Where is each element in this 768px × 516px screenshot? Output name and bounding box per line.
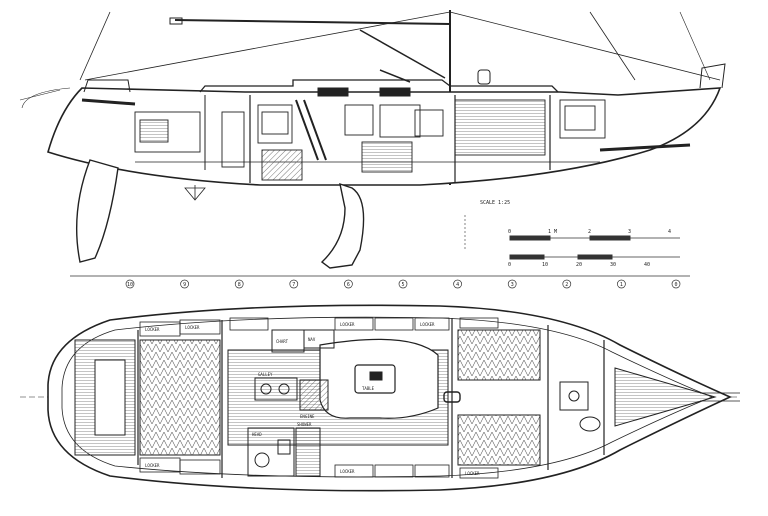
- station-label-8: 8: [238, 282, 241, 288]
- deckhouse: [199, 79, 559, 93]
- mast-step: [443, 391, 461, 403]
- shower: [295, 427, 321, 477]
- station-marker-7: [289, 279, 299, 289]
- profile-view: [19, 10, 726, 269]
- station-marker-0: [671, 279, 681, 289]
- label-galley: GALLEY: [258, 372, 273, 377]
- engine: [261, 149, 303, 181]
- label-nav: NAV: [308, 337, 316, 342]
- station-label-9: 9: [183, 282, 186, 288]
- fwd-head: [559, 381, 589, 411]
- spreader-line: [679, 11, 711, 81]
- plan-view: [20, 304, 740, 492]
- station-label-10: 10: [127, 282, 133, 288]
- label-locker-5: LOCKER: [145, 463, 160, 468]
- station-label-3: 3: [511, 282, 514, 288]
- galley: [254, 377, 298, 401]
- boom: [174, 19, 451, 25]
- scale-upper-tick-1: 1 M: [548, 229, 557, 235]
- radar-arch: [379, 69, 411, 83]
- station-marker-9: [180, 279, 189, 289]
- backstay: [84, 11, 451, 81]
- stern-arc: [21, 87, 71, 109]
- label-locker-4: LOCKER: [420, 322, 435, 327]
- scale-lower-tick-0: 0: [508, 262, 511, 268]
- boom-end: [169, 17, 183, 25]
- deckhouse-window-1: [317, 87, 349, 97]
- label-chart: CHART: [276, 339, 289, 344]
- station-marker-6: [344, 279, 353, 289]
- label-head: HEAD: [252, 432, 262, 437]
- forestay: [449, 11, 721, 81]
- scale-upper-tick-4: 4: [668, 229, 671, 235]
- fwd-berth-stbd: [457, 414, 541, 466]
- station-label-1: 1: [620, 282, 623, 288]
- station-marker-10: [125, 279, 135, 289]
- aft-berth: [139, 339, 221, 456]
- aft-head: [247, 427, 295, 477]
- station-label-0: 0: [674, 282, 677, 288]
- winch: [477, 69, 491, 85]
- companionway: [299, 379, 329, 411]
- station-label-6: 6: [347, 282, 350, 288]
- rudder: [75, 159, 119, 263]
- label-locker-7: LOCKER: [465, 471, 480, 476]
- label-table: TABLE: [362, 386, 375, 391]
- station-marker-5: [398, 279, 408, 289]
- genoa-leech: [589, 11, 636, 81]
- label-locker-1: LOCKER: [145, 327, 160, 332]
- aft-stay: [19, 89, 61, 101]
- scale-lower-tick-4: 40: [644, 262, 650, 268]
- station-marker-3: [507, 279, 517, 289]
- deckhouse-window-2: [379, 87, 411, 97]
- scale-upper-tick-3: 3: [628, 229, 631, 235]
- hull-profile: [47, 87, 722, 186]
- fwd-berth-port: [457, 329, 541, 381]
- label-locker-3: LOCKER: [340, 322, 355, 327]
- lockers: [139, 317, 499, 479]
- label-shower: SHOWER: [297, 422, 312, 427]
- scale-bars: [464, 215, 680, 260]
- scale-lower-tick-3: 30: [610, 262, 616, 268]
- forepeak: [614, 367, 717, 427]
- station-marker-8: [234, 279, 244, 289]
- profile-note: SCALE 1:25: [480, 200, 510, 206]
- label-locker-6: LOCKER: [340, 469, 355, 474]
- scale-upper-tick-2: 2: [588, 229, 591, 235]
- scale-lower-tick-1: 10: [542, 262, 548, 268]
- vang: [359, 29, 446, 79]
- label-locker-2: LOCKER: [185, 325, 200, 330]
- profile-interior: [134, 95, 606, 183]
- boot-stripe: [599, 143, 691, 152]
- scale-lower-tick-2: 20: [576, 262, 582, 268]
- scale-upper-tick-0: 0: [508, 229, 511, 235]
- station-marker-4: [453, 279, 462, 289]
- station-label-5: 5: [401, 282, 404, 288]
- station-marker-2: [562, 279, 572, 289]
- bow-pulpit: [699, 63, 726, 89]
- keel: [320, 182, 365, 269]
- station-label-2: 2: [565, 282, 568, 288]
- mainsail-leech: [79, 11, 111, 81]
- station-label-4: 4: [456, 282, 459, 288]
- stern-pulpit: [83, 79, 131, 93]
- station-marker-1: [617, 279, 626, 289]
- sheer-stripe: [81, 98, 136, 106]
- station-label-7: 7: [292, 282, 295, 288]
- label-engine: ENGINE: [300, 414, 315, 419]
